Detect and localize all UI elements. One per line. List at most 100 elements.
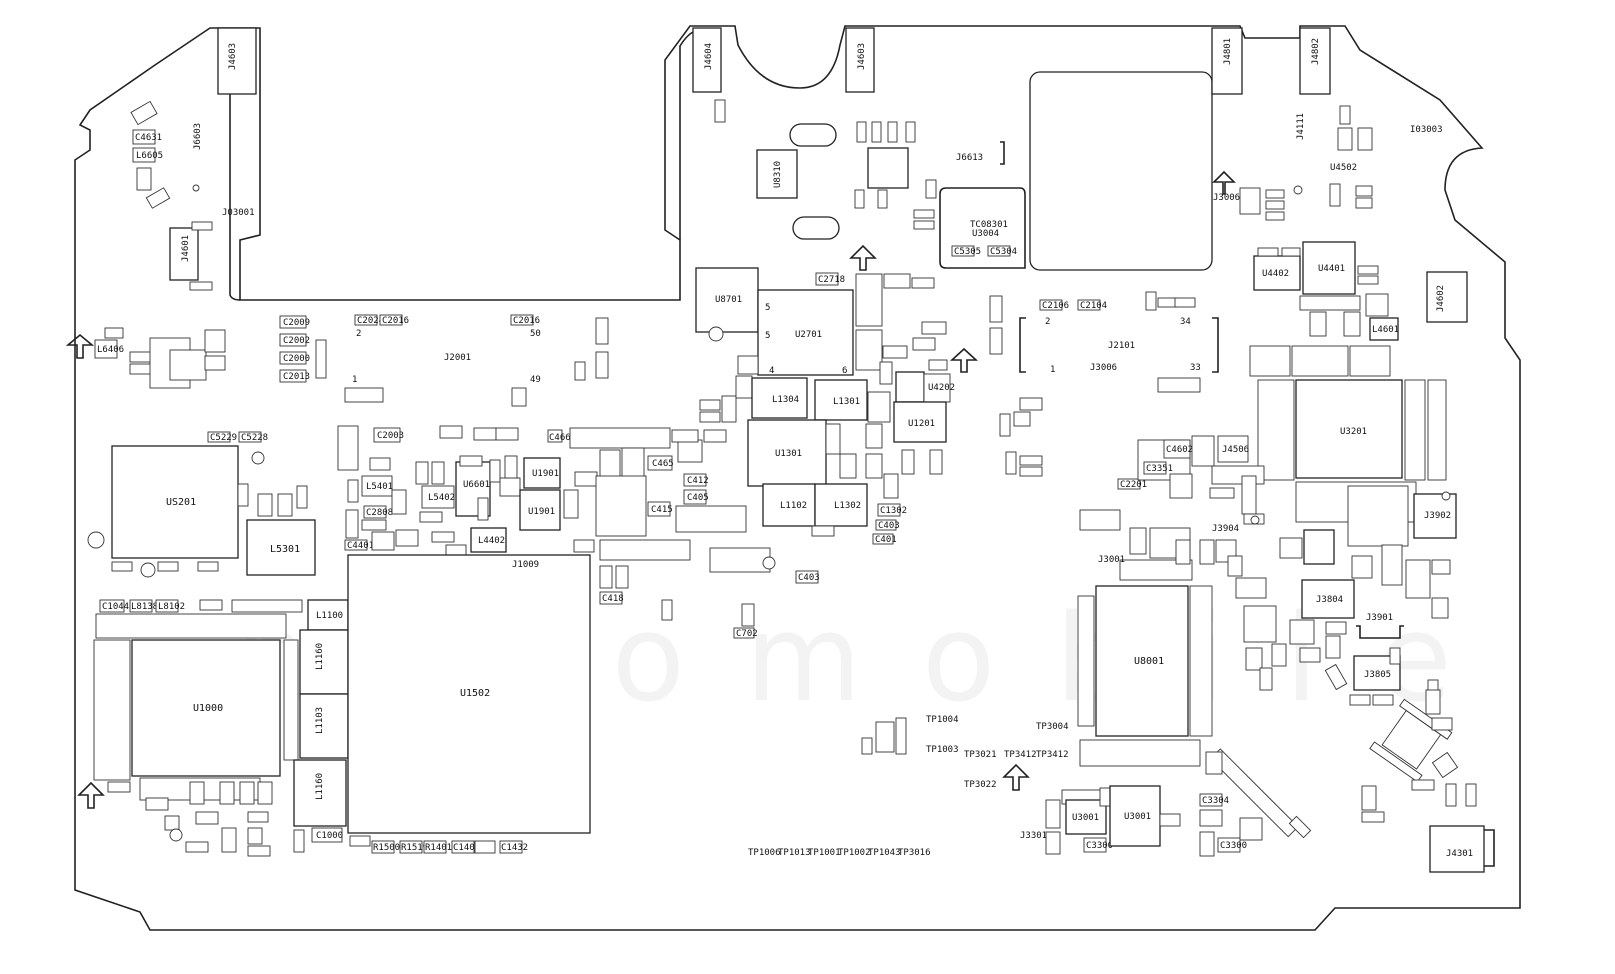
bracket-j2101-right [1212, 317, 1219, 373]
part-c2109 [1174, 297, 1196, 308]
part-grid-c404 [675, 505, 747, 533]
part-c1603 [221, 827, 237, 853]
chip-u3001a [1065, 799, 1107, 835]
label-tp1013: TP1013 [778, 848, 811, 858]
part-r1519 [399, 840, 423, 854]
part-l6486 [104, 327, 124, 339]
part-l81382 [129, 599, 153, 613]
part-c2405 [913, 220, 935, 230]
chip-u1201 [893, 401, 947, 443]
part-q1301 [867, 391, 891, 423]
part-c5305 [951, 245, 975, 257]
label-l81382: L81382 [131, 602, 164, 612]
label-tp1002: TP1002 [838, 848, 871, 858]
part-c1003 [861, 737, 873, 755]
part-row-c8030 [1119, 559, 1193, 581]
part-c2718 [815, 272, 839, 286]
label-c1000: C1000 [316, 831, 343, 841]
part-c1201 [901, 449, 915, 475]
via-5 [251, 451, 265, 465]
label-l5402: L5402 [428, 493, 455, 503]
part-c1203 [929, 449, 943, 475]
part-c4401 [344, 539, 368, 551]
arrow-up-5 [77, 781, 105, 809]
label-c405: C405 [687, 493, 709, 503]
part-c2015 [511, 387, 527, 407]
label-j3006: J3006 [1090, 363, 1117, 373]
part-c8808 [459, 455, 483, 467]
part-c3803 [1241, 475, 1257, 515]
part-c3304 [1199, 793, 1223, 807]
part-c4510 [1191, 435, 1215, 467]
label-c466: C466 [549, 433, 571, 443]
part-c2409 [1265, 200, 1285, 210]
part-c3903 [1259, 667, 1273, 691]
label-j2001-pin2: 2 [356, 329, 361, 339]
part-c2730 [737, 355, 759, 375]
bracket-j6613 [1000, 141, 1005, 165]
label-u3001b: U3001 [1124, 812, 1151, 822]
part-l4022 [887, 121, 898, 143]
part-c3802 [1209, 487, 1235, 499]
bracket-j2101-left [1019, 317, 1026, 373]
part-c3843 [1389, 647, 1401, 665]
part-c2013 [279, 369, 307, 383]
part-c702 [733, 627, 755, 639]
part-c2201 [1117, 478, 1141, 490]
shield-tc08301 [939, 187, 1026, 269]
label-l1160a: L1160 [315, 643, 325, 670]
label-j4506: J4506 [1222, 445, 1249, 455]
part-c3351 [1143, 461, 1167, 475]
part-c2205 [989, 295, 1003, 323]
part-l6605 [132, 147, 156, 163]
label-r1500: R1500 [373, 843, 400, 853]
part-c1432 [499, 840, 523, 854]
label-tp3412b: TP3412 [1036, 750, 1069, 760]
label-u2701-pin5a: 5 [765, 303, 770, 313]
label-l1301: L1301 [833, 397, 860, 407]
label-c5229: C5229 [210, 433, 237, 443]
part-c4015 [1465, 783, 1477, 807]
part-c4891 [489, 459, 501, 483]
part-c1431 [474, 840, 496, 854]
part-c5229 [207, 431, 231, 443]
chip-u1301 [747, 419, 827, 487]
part-c4464 [204, 329, 226, 353]
part-c4412 [1343, 311, 1361, 337]
label-j3301: J3301 [1020, 831, 1047, 841]
part-c3306 [1199, 831, 1215, 857]
part-c3300b [1217, 837, 1241, 853]
label-u1201: U1201 [908, 419, 935, 429]
label-l1304: L1304 [772, 395, 799, 405]
part-c8809 [477, 497, 489, 521]
inductor-l1103 [299, 693, 349, 759]
part-c413 [599, 565, 613, 589]
chip-u8056 [867, 147, 909, 189]
connector-j4604 [692, 27, 722, 93]
part-c2024 [354, 314, 378, 326]
part-c1044 [99, 599, 125, 613]
part-c5304 [987, 245, 1011, 257]
part-c1004 [247, 845, 271, 857]
part-col-c2633 [337, 425, 359, 471]
hole-slot-top [789, 123, 837, 147]
part-l4021 [871, 121, 882, 143]
part-c7713 [879, 361, 893, 385]
label-c3300: C3300 [1086, 841, 1113, 851]
via-3 [87, 531, 105, 549]
label-u6601: U6601 [463, 480, 490, 490]
part-c2108 [1145, 291, 1157, 311]
part-c4013 [1361, 811, 1385, 823]
label-u8701: U8701 [715, 295, 742, 305]
part-c3907 [1324, 663, 1348, 691]
label-l4402: L4402 [478, 536, 505, 546]
part-l6603 [136, 167, 152, 191]
label-j4111: J4111 [1296, 113, 1306, 140]
chip-u1502 [347, 554, 591, 834]
part-c460 [677, 439, 703, 463]
part-c401 [872, 533, 894, 545]
part-j3901b [1235, 577, 1267, 599]
part-col-c1040 [283, 639, 299, 761]
label-j4602: J4602 [1436, 285, 1446, 312]
label-j2101-pin1: 1 [1050, 365, 1055, 375]
